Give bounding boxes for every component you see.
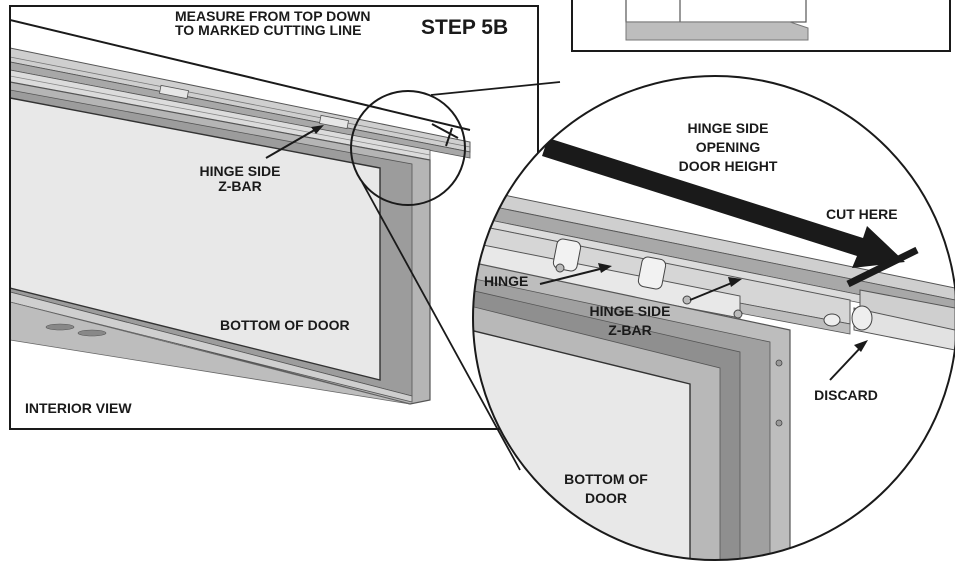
detail-view: HINGE SIDE OPENING DOOR HEIGHT CUT HERE …	[472, 75, 955, 561]
cut-line	[846, 246, 919, 288]
bottom-of-door-label: BOTTOM OF DOOR	[220, 317, 350, 333]
zbar-arrow-head	[311, 125, 324, 134]
hinge-knuckle-2	[637, 256, 667, 290]
magnifier-circle	[350, 90, 466, 206]
zbar-detail-arrow-head	[728, 277, 742, 287]
hinge-label: HINGE	[484, 273, 528, 289]
bottom-sill	[10, 301, 411, 405]
top-rail-mid	[10, 61, 471, 159]
interior-view-label: INTERIOR VIEW	[25, 400, 132, 416]
door-glass	[10, 97, 381, 381]
detail-bottom-label-1: BOTTOM OF	[564, 471, 648, 487]
step-title: STEP 5B	[421, 16, 508, 39]
detail-bottom-label-2: DOOR	[585, 490, 627, 506]
detail-zbar-label-1: HINGE SIDE	[590, 303, 671, 319]
opening-label-3: DOOR HEIGHT	[679, 158, 778, 174]
left-hinge-tab-2	[319, 114, 349, 130]
measure-line	[10, 19, 471, 131]
opening-label-1: HINGE SIDE	[688, 120, 769, 136]
discard-label: DISCARD	[814, 387, 878, 403]
instruction-line-2: TO MARKED CUTTING LINE	[175, 22, 361, 38]
interior-view-panel: MEASURE FROM TOP DOWN TO MARKED CUTTING …	[9, 5, 561, 471]
connector-lower	[361, 181, 521, 471]
detail-rail-top	[473, 187, 955, 301]
inset-panel	[571, 0, 951, 52]
hinge-side-label-2: Z-BAR	[218, 178, 262, 194]
hinge-side-label-1: HINGE SIDE	[200, 163, 281, 179]
detail-circle-outline	[472, 75, 955, 561]
hinge-arrow-head	[598, 263, 612, 273]
detail-zbar-label-2: Z-BAR	[608, 322, 652, 338]
cut-mark	[445, 127, 453, 147]
left-hinge-tab-1	[159, 84, 189, 100]
inset-profile-upper	[625, 0, 807, 23]
instruction-line-1: MEASURE FROM TOP DOWN	[175, 8, 371, 24]
inset-profile-lower	[625, 21, 809, 41]
discard-arrow-head	[854, 340, 868, 352]
connector-upper	[430, 81, 561, 96]
cut-here-label: CUT HERE	[826, 206, 898, 222]
opening-label-2: OPENING	[696, 139, 761, 155]
door-height-arrow	[542, 138, 905, 268]
